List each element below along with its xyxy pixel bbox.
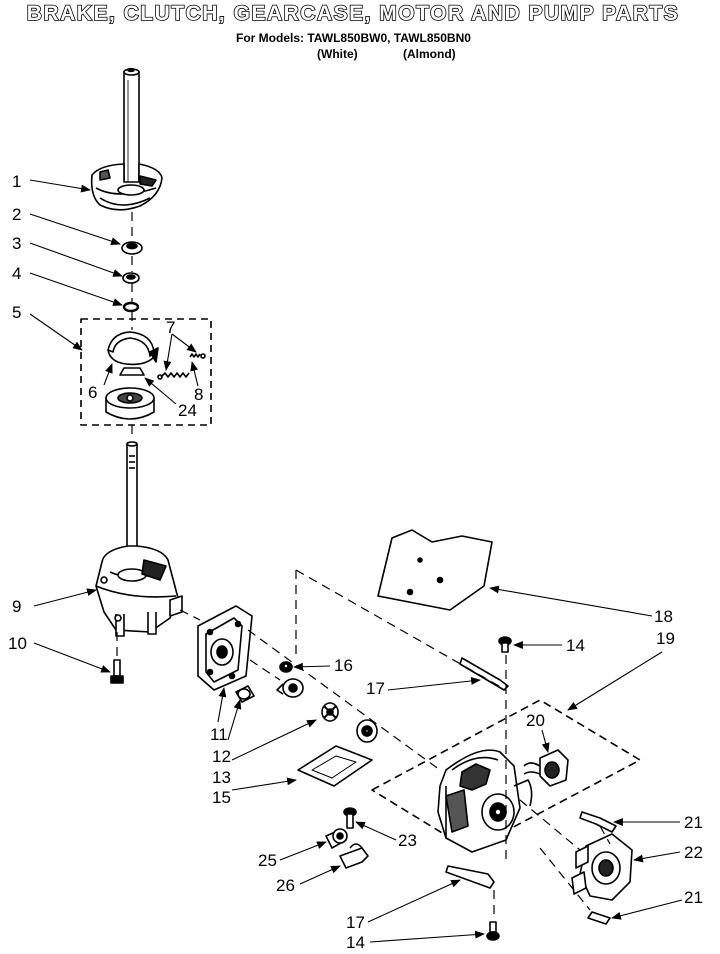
variant-almond: (Almond)	[403, 47, 456, 61]
callout-11: 11	[210, 725, 228, 744]
callout-8: 8	[194, 385, 203, 404]
washer-drawing	[122, 272, 140, 284]
callout-13: 13	[212, 768, 231, 787]
motor-shield-drawing	[377, 529, 493, 611]
callout-numbers: 1 2 3 4 5 6 7 8 9 10 11 12 13 14 15 16 1…	[8, 172, 703, 952]
callout-19: 19	[656, 629, 675, 648]
callout-12: 12	[212, 747, 231, 766]
callout-15: 15	[212, 788, 231, 807]
callout-21-upper: 21	[684, 813, 703, 832]
callout-23: 23	[398, 831, 417, 850]
coupler-b-drawing	[321, 702, 339, 722]
coupler-a-drawing	[276, 678, 304, 698]
pump-drawing	[571, 833, 633, 901]
callout-2: 2	[12, 205, 21, 224]
callout-14-top: 14	[566, 636, 585, 655]
clip-upper-drawing	[459, 657, 509, 691]
callout-18: 18	[654, 607, 673, 626]
callout-9: 9	[12, 597, 21, 616]
clamp-drawing	[339, 843, 369, 869]
screw-23-drawing	[343, 807, 357, 829]
springs-drawing	[157, 353, 206, 380]
models-line: For Models: TAWL850BW0, TAWL850BN0	[236, 31, 471, 45]
screw-bottom-drawing	[486, 921, 500, 941]
clip-right-lower-drawing	[587, 911, 611, 925]
callout-10: 10	[8, 634, 27, 653]
callout-21-lower: 21	[684, 888, 703, 907]
clip-lower-drawing	[445, 865, 495, 889]
gearcase-drawing	[95, 441, 183, 637]
tub-shaft-brake-drawing	[90, 67, 163, 211]
callout-14-bottom: 14	[346, 933, 365, 952]
motor-group-box	[371, 699, 641, 851]
callout-16: 16	[334, 656, 353, 675]
insulator-drawing	[297, 745, 373, 787]
retaining-ring-drawing	[122, 301, 140, 313]
bolt-drawing	[110, 659, 124, 684]
callout-24: 24	[178, 401, 197, 420]
clutch-group-box	[80, 318, 212, 426]
coupling-drawing	[235, 685, 255, 703]
callout-26: 26	[276, 876, 295, 895]
variant-white: (White)	[317, 47, 358, 61]
callout-17-upper: 17	[366, 679, 385, 698]
callout-leaders	[29, 179, 683, 943]
clutch-band-drawing	[107, 331, 159, 366]
callout-3: 3	[12, 234, 21, 253]
bearing-drawing	[121, 241, 143, 255]
motor-drawing	[437, 749, 533, 853]
callout-25: 25	[258, 851, 277, 870]
clutch-drum-drawing	[105, 367, 155, 420]
callout-1: 1	[12, 172, 21, 191]
callout-7: 7	[166, 318, 175, 337]
screw-top-drawing	[498, 636, 512, 653]
assembly-lines	[116, 212, 611, 918]
callout-22: 22	[684, 843, 703, 862]
callout-6: 6	[88, 383, 97, 402]
clip-right-upper-drawing	[579, 811, 617, 833]
page-title: BRAKE, CLUTCH, GEARCASE, MOTOR AND PUMP …	[26, 1, 680, 26]
callout-4: 4	[12, 264, 21, 283]
capacitor-drawing	[523, 749, 569, 787]
callout-20: 20	[526, 711, 545, 730]
coupler-c-drawing	[356, 719, 378, 743]
callout-5: 5	[12, 303, 21, 322]
nut-drawing	[279, 661, 293, 673]
callout-17-lower: 17	[346, 913, 365, 932]
mount-plate-drawing	[197, 605, 253, 691]
grommet-drawing	[325, 828, 348, 849]
